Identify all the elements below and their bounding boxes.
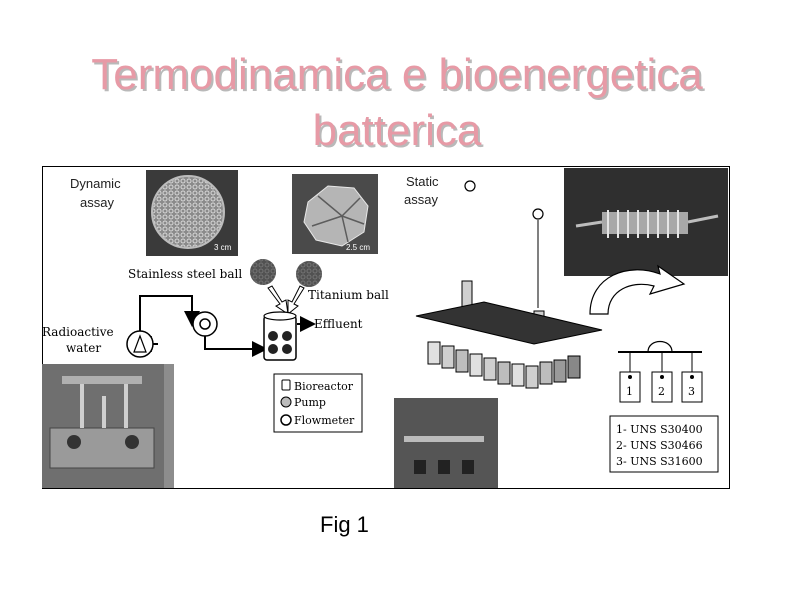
curved-arrow <box>589 264 686 315</box>
arrow-stainless-to-reactor <box>267 285 289 316</box>
coupon-2-label: 2 <box>658 385 665 398</box>
flow-line-pump-to-meter <box>139 295 200 344</box>
slide-title-line1: Termodinamica e bioenergetica <box>91 50 703 99</box>
titanium-ball <box>303 185 369 247</box>
static-heading-line1: Static <box>406 174 439 189</box>
legend-pump-icon <box>280 396 292 408</box>
arrow-titanium-to-reactor <box>287 285 305 316</box>
legend-flowmeter-label: Flowmeter <box>294 414 355 427</box>
stainless-steel-ball <box>152 176 224 248</box>
stainless-steel-ball-label: Stainless steel ball <box>128 267 242 281</box>
legend-bioreactor-label: Bioreactor <box>294 380 354 393</box>
slide-title-line2: batterica <box>312 106 482 155</box>
coupon-3 <box>681 371 703 403</box>
coupons-array <box>427 341 581 389</box>
rack-shelf <box>415 301 603 345</box>
legend-flowmeter-icon <box>280 414 292 426</box>
legend-alloy-2: 2- UNS S30466 <box>616 439 703 452</box>
coupon-2 <box>651 371 673 403</box>
scale-label-b: 2.5 cm <box>346 243 370 252</box>
coupon-3-label: 3 <box>688 385 695 398</box>
assay-figure: Dynamic assay 3 cm 2.5 cm Stainless stee… <box>42 166 730 489</box>
titanium-ball-label: Titanium ball <box>308 288 389 302</box>
dynamic-heading-line2: assay <box>80 195 114 210</box>
scale-label-a: 3 cm <box>214 243 232 252</box>
hook-icon <box>532 208 544 220</box>
radioactive-label-line2: water <box>66 341 101 355</box>
coupon-1-label: 1 <box>626 385 633 398</box>
dynamic-heading-line1: Dynamic <box>70 176 121 191</box>
legend-pump-label: Pump <box>294 396 326 409</box>
legend-bioreactor-icon <box>281 379 291 391</box>
radioactive-label-line1: Radioactive <box>42 325 114 339</box>
coupon-1 <box>619 371 641 403</box>
static-heading-line2: assay <box>404 192 438 207</box>
figure-caption: Fig 1 <box>320 512 369 537</box>
static-coupons-photo <box>394 398 498 488</box>
legend-alloy-1: 1- UNS S30400 <box>616 423 703 436</box>
static-legend <box>609 415 719 473</box>
hook-icon <box>464 180 476 192</box>
effluent-label: Effluent <box>314 317 363 331</box>
legend-alloy-3: 3- UNS S31600 <box>616 455 703 468</box>
